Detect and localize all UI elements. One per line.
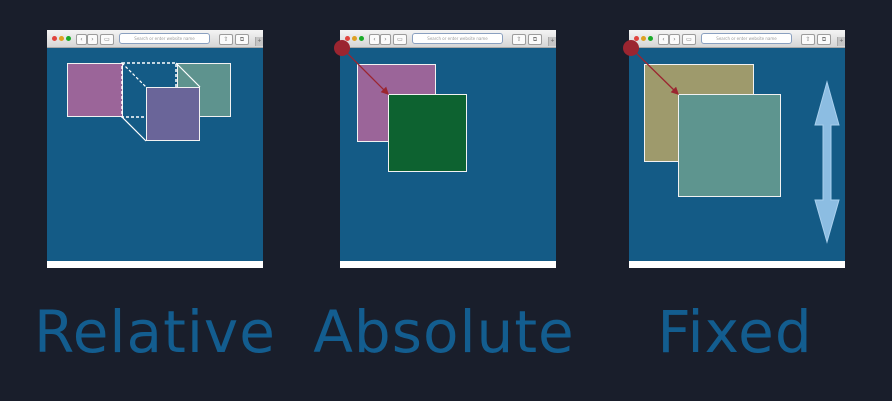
back-button[interactable]: ‹ (658, 34, 669, 45)
close-dot-icon[interactable] (52, 36, 57, 41)
forward-button[interactable]: › (380, 34, 391, 45)
tabs-button[interactable]: ⧉ (817, 34, 831, 45)
original-box (67, 63, 123, 117)
absolute-offset-arrow (334, 40, 389, 95)
new-tab-button[interactable]: + (548, 37, 556, 46)
browser-toolbar: ‹ › ▭ Search or enter website name ⇧ ⧉ + (340, 30, 556, 48)
absolute-panel: ‹ › ▭ Search or enter website name ⇧ ⧉ + (334, 30, 556, 268)
address-bar[interactable]: Search or enter website name (701, 33, 792, 44)
browser-window: ‹ › ▭ Search or enter website name ⇧ ⧉ + (47, 30, 263, 268)
share-button[interactable]: ⇧ (512, 34, 526, 45)
new-tab-button[interactable]: + (255, 37, 263, 46)
share-button[interactable]: ⇧ (219, 34, 233, 45)
offset-line-bottom-left (121, 116, 147, 142)
back-button[interactable]: ‹ (76, 34, 87, 45)
address-bar[interactable]: Search or enter website name (119, 33, 210, 44)
relative-label: Relative (34, 298, 276, 366)
tabs-button[interactable]: ⧉ (235, 34, 249, 45)
zoom-dot-icon[interactable] (648, 36, 653, 41)
fixed-annotations (623, 40, 840, 244)
browser-window: ‹ › ▭ Search or enter website name ⇧ ⧉ + (623, 30, 845, 268)
close-dot-icon[interactable] (345, 36, 350, 41)
browser-window: ‹ › ▭ Search or enter website name ⇧ ⧉ + (334, 30, 556, 268)
minimize-dot-icon[interactable] (641, 36, 646, 41)
browser-toolbar: ‹ › ▭ Search or enter website name ⇧ ⧉ + (47, 30, 263, 48)
browser-status-bar (47, 261, 263, 268)
origin-marker (334, 40, 350, 56)
browser-status-bar (629, 261, 845, 268)
close-dot-icon[interactable] (634, 36, 639, 41)
minimize-dot-icon[interactable] (352, 36, 357, 41)
offset-line-top-right (175, 62, 201, 88)
fixed-panel: ‹ › ▭ Search or enter website name ⇧ ⧉ + (623, 30, 845, 268)
relative-offset-lines (121, 62, 201, 142)
browser-status-bar (340, 261, 556, 268)
fixed-label: Fixed (657, 298, 813, 366)
zoom-dot-icon[interactable] (359, 36, 364, 41)
offset-arrow (341, 47, 389, 95)
relative-panel: ‹ › ▭ Search or enter website name ⇧ ⧉ + (47, 30, 263, 268)
tabs-button[interactable]: ⧉ (528, 34, 542, 45)
scroll-double-arrow-icon (814, 80, 840, 244)
forward-button[interactable]: › (669, 34, 680, 45)
relative-moved-box (146, 87, 200, 141)
zoom-dot-icon[interactable] (66, 36, 71, 41)
offset-line-top-left (121, 62, 147, 88)
forward-button[interactable]: › (87, 34, 98, 45)
origin-marker (623, 40, 639, 56)
sidebar-button[interactable]: ▭ (682, 34, 696, 45)
back-button[interactable]: ‹ (369, 34, 380, 45)
sidebar-button[interactable]: ▭ (393, 34, 407, 45)
absolute-positioned-box (388, 94, 467, 172)
address-bar[interactable]: Search or enter website name (412, 33, 503, 44)
browser-toolbar: ‹ › ▭ Search or enter website name ⇧ ⧉ + (629, 30, 845, 48)
absolute-label: Absolute (313, 298, 575, 366)
share-button[interactable]: ⇧ (801, 34, 815, 45)
fixed-positioned-box (678, 94, 781, 197)
minimize-dot-icon[interactable] (59, 36, 64, 41)
new-tab-button[interactable]: + (837, 37, 845, 46)
sidebar-button[interactable]: ▭ (100, 34, 114, 45)
offset-arrow (630, 47, 679, 95)
